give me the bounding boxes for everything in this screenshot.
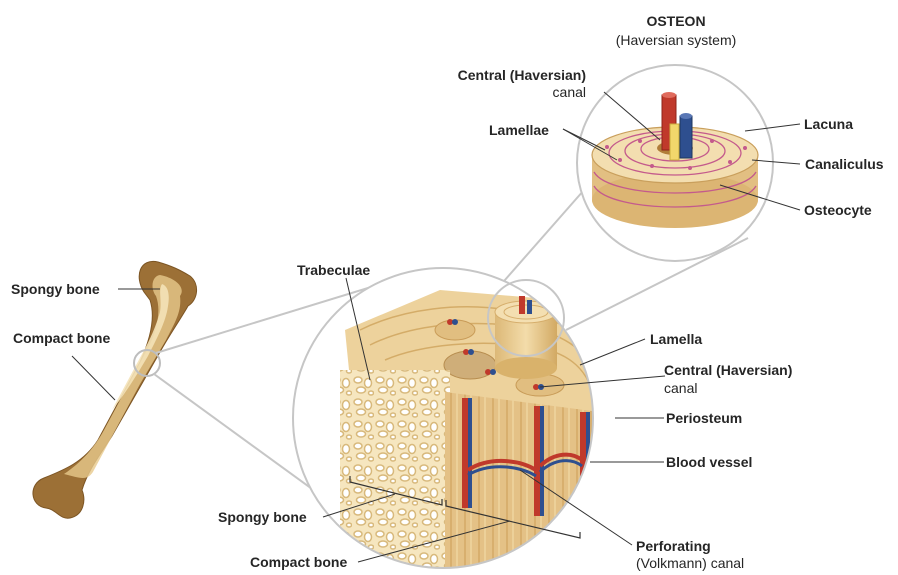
zoom-line-osteon-left (497, 190, 584, 289)
label-central-canal-mid-1: Central (Haversian) (664, 362, 792, 379)
label-central-canal-top-1: Central (Haversian) (430, 67, 586, 84)
label-perforating-1: Perforating (636, 538, 711, 555)
label-compact-bone-bottom: Compact bone (250, 554, 347, 571)
label-blood-vessel: Blood vessel (666, 454, 752, 471)
bone-section-closeup (293, 268, 618, 575)
label-trabeculae: Trabeculae (297, 262, 370, 279)
label-osteocyte: Osteocyte (804, 202, 872, 219)
label-lacuna: Lacuna (804, 116, 853, 133)
label-compact-bone-left: Compact bone (13, 330, 110, 347)
label-lamellae: Lamellae (489, 122, 549, 139)
label-spongy-bone-left: Spongy bone (11, 281, 100, 298)
long-bone-illustration (33, 261, 197, 518)
osteon-title: OSTEON (606, 13, 746, 30)
label-lamella: Lamella (650, 331, 702, 348)
label-periosteum: Periosteum (666, 410, 742, 427)
label-central-canal-mid-2: canal (664, 380, 697, 397)
label-spongy-bone-bottom: Spongy bone (218, 509, 307, 526)
label-canaliculus: Canaliculus (805, 156, 884, 173)
osteon-subtitle: (Haversian system) (600, 32, 752, 49)
label-perforating-2: (Volkmann) canal (636, 555, 744, 572)
label-central-canal-top-2: canal (430, 84, 586, 101)
